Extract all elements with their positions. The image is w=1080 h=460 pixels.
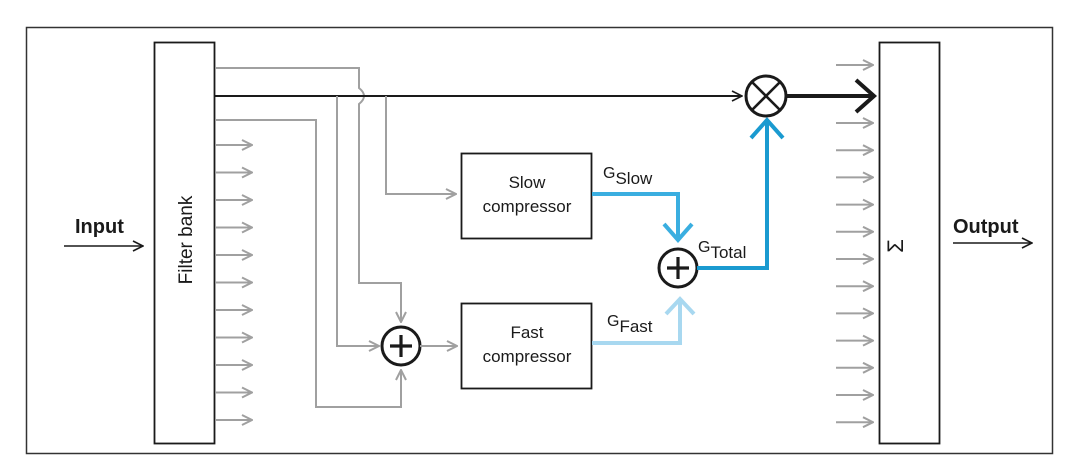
multiply-node <box>744 74 788 118</box>
mixer-input-arrows <box>836 65 873 422</box>
g-slow-label: GSlow <box>603 165 653 188</box>
filter-bank-output-arrows <box>215 145 252 420</box>
filter-bank-label: Filter bank <box>176 195 197 284</box>
band-to-adder-bottom <box>215 119 401 408</box>
fast-compressor-box <box>460 302 593 390</box>
g-fast-label: GFast <box>607 313 653 336</box>
slow-compressor-box <box>460 152 593 240</box>
band-to-adder-left <box>336 96 379 346</box>
g-fast-arrowhead <box>664 296 696 316</box>
g-fast-line <box>592 299 682 345</box>
g-slow-line <box>592 192 680 240</box>
sum-node-left <box>380 325 422 367</box>
input-label: Input <box>75 216 124 238</box>
mixer-box <box>878 41 941 445</box>
band-to-slow-compressor <box>385 96 456 194</box>
g-total-label: GTotal <box>698 239 746 262</box>
filter-bank-box <box>153 41 216 445</box>
sum-node-right <box>657 247 699 289</box>
fast-compressor-label-2: compressor <box>483 347 572 366</box>
slow-compressor-label-2: compressor <box>483 197 572 216</box>
g-total-arrowhead <box>749 116 785 140</box>
mixer-label: Σ <box>883 239 908 253</box>
g-total-line <box>697 120 769 270</box>
output-label: Output <box>953 216 1019 238</box>
band-to-adder-top <box>358 104 401 322</box>
fast-compressor-label-1: Fast <box>510 323 543 342</box>
g-slow-arrowhead <box>662 222 694 244</box>
gained-signal-arrowhead <box>854 78 878 114</box>
slow-compressor-label-1: Slow <box>509 173 547 192</box>
